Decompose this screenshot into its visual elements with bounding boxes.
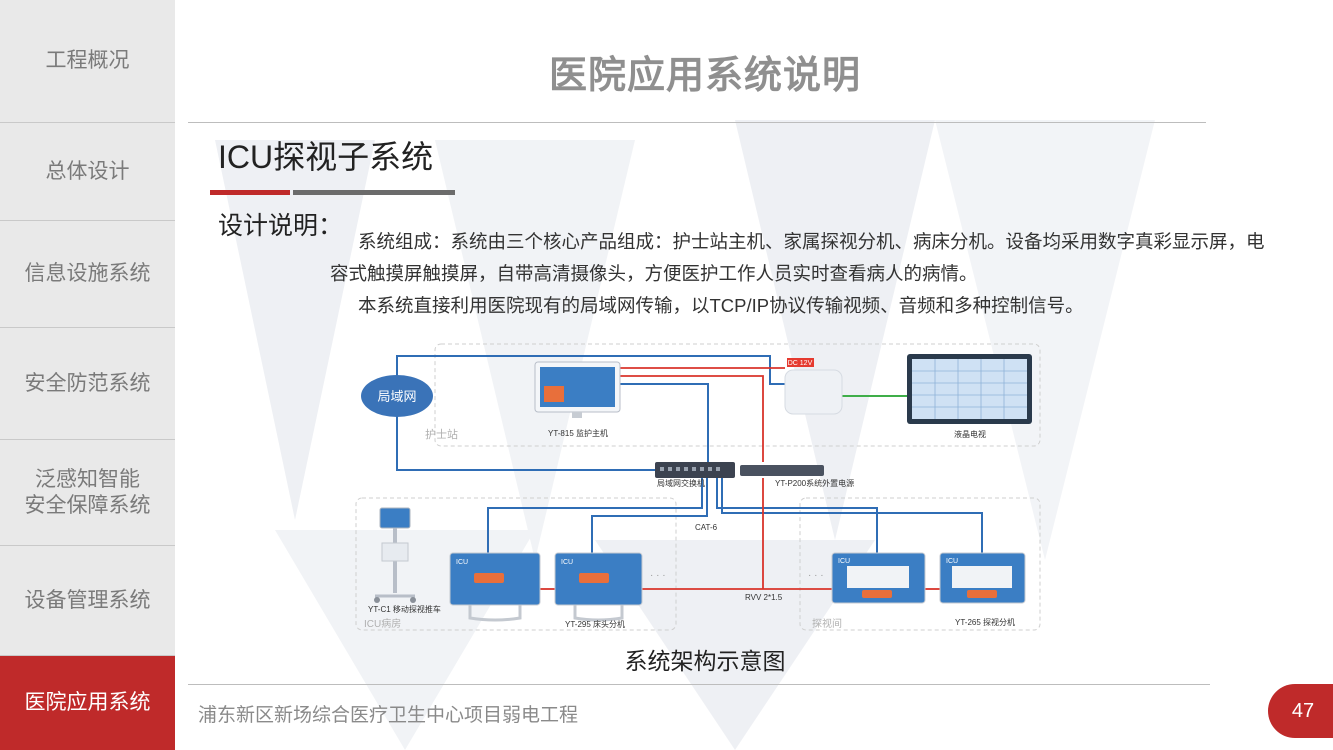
- dc-badge: [787, 358, 814, 367]
- subtitle-underline-accent: [210, 190, 290, 195]
- sidebar-item-label: 总体设计: [45, 159, 130, 183]
- svg-text:DC 12V: DC 12V: [788, 360, 813, 367]
- description-paragraph: 系统组成：系统由三个核心产品组成：护士站主机、家属探视分机、病床分机。设备均采用…: [330, 231, 1265, 284]
- sidebar-item-label: 医院应用系统: [24, 691, 151, 714]
- sidebar-item-label: 泛感知智能 安全保障系统: [24, 467, 151, 517]
- system-architecture-diagram: 局域网 护士站 YT-815 监护主机 DC 12V 液晶电视 局域网交换机 Y…: [355, 343, 1041, 631]
- active-indicator-arrow: [175, 700, 187, 718]
- sidebar-item-label: 工程概况: [45, 49, 130, 72]
- page-number-badge: 47: [1268, 684, 1333, 738]
- nurse-station-label: 护士站: [425, 427, 458, 441]
- cart-label: YT-C1 移动探视推车: [368, 604, 441, 614]
- svg-text:· · ·: · · ·: [650, 570, 666, 581]
- tv-label: 液晶电视: [954, 429, 986, 439]
- design-notes-label: 设计说明：: [218, 212, 344, 240]
- svg-text:· · ·: · · ·: [808, 570, 824, 581]
- sidebar-item-label: 信息设施系统: [24, 262, 151, 285]
- section-subtitle: ICU探视子系统: [218, 139, 434, 175]
- rvv-label: RVV 2*1.5: [745, 593, 783, 602]
- power-adapter-device: [784, 369, 843, 415]
- bedside-unit-label: YT-295 床头分机: [565, 619, 625, 629]
- sidebar-item-label: 设备管理系统: [24, 588, 151, 612]
- svg-text:ICU: ICU: [838, 558, 850, 565]
- sidebar-item-info-facilities[interactable]: 信息设施系统: [0, 221, 175, 328]
- nurse-station-zone: [434, 343, 1041, 447]
- lan-label: 局域网: [377, 389, 416, 404]
- lan-cloud: [361, 375, 433, 417]
- cat6-label: CAT-6: [695, 523, 718, 532]
- svg-text:ICU: ICU: [946, 558, 958, 565]
- sidebar-item-security[interactable]: 安全防范系统: [0, 328, 175, 440]
- visit-room-zone: [799, 497, 1041, 631]
- footer-project-name: 浦东新区新场综合医疗卫生中心项目弱电工程: [198, 705, 579, 726]
- visit-unit-label: YT-265 探视分机: [955, 617, 1015, 627]
- divider: [188, 684, 1210, 685]
- svg-text:ICU: ICU: [561, 559, 573, 566]
- power-supply-label: YT-P200系统外置电源: [775, 478, 854, 488]
- switch-label: 局域网交换机: [657, 478, 705, 488]
- power-supply-device: [740, 465, 824, 476]
- sidebar-item-label: 安全防范系统: [24, 371, 151, 395]
- divider: [188, 122, 1206, 123]
- icu-ward-label: ICU病房: [364, 617, 401, 630]
- mobile-cart-device: [379, 507, 411, 529]
- visit-room-label: 探视间: [812, 617, 842, 630]
- nurse-host-label: YT-815 监护主机: [548, 428, 608, 438]
- icu-ward-zone: [355, 497, 677, 631]
- svg-text:ICU: ICU: [456, 559, 468, 566]
- subtitle-underline: [293, 190, 455, 195]
- sidebar-item-project-overview[interactable]: 工程概况: [0, 0, 175, 123]
- description-paragraph: 本系统直接利用医院现有的局域网传输，以TCP/IP协议传输视频、音频和多种控制信…: [358, 295, 1084, 316]
- sidebar-item-hospital-apps[interactable]: 医院应用系统: [0, 656, 175, 750]
- sidebar-item-smart-safety[interactable]: 泛感知智能 安全保障系统: [0, 440, 175, 546]
- diagram-caption: 系统架构示意图: [624, 648, 786, 674]
- sidebar-item-overall-design[interactable]: 总体设计: [0, 123, 175, 221]
- sidebar-item-device-management[interactable]: 设备管理系统: [0, 546, 175, 656]
- page-title: 医院应用系统说明: [548, 55, 861, 97]
- sidebar: 工程概况 总体设计 信息设施系统 安全防范系统 泛感知智能 安全保障系统 设备管…: [0, 0, 175, 750]
